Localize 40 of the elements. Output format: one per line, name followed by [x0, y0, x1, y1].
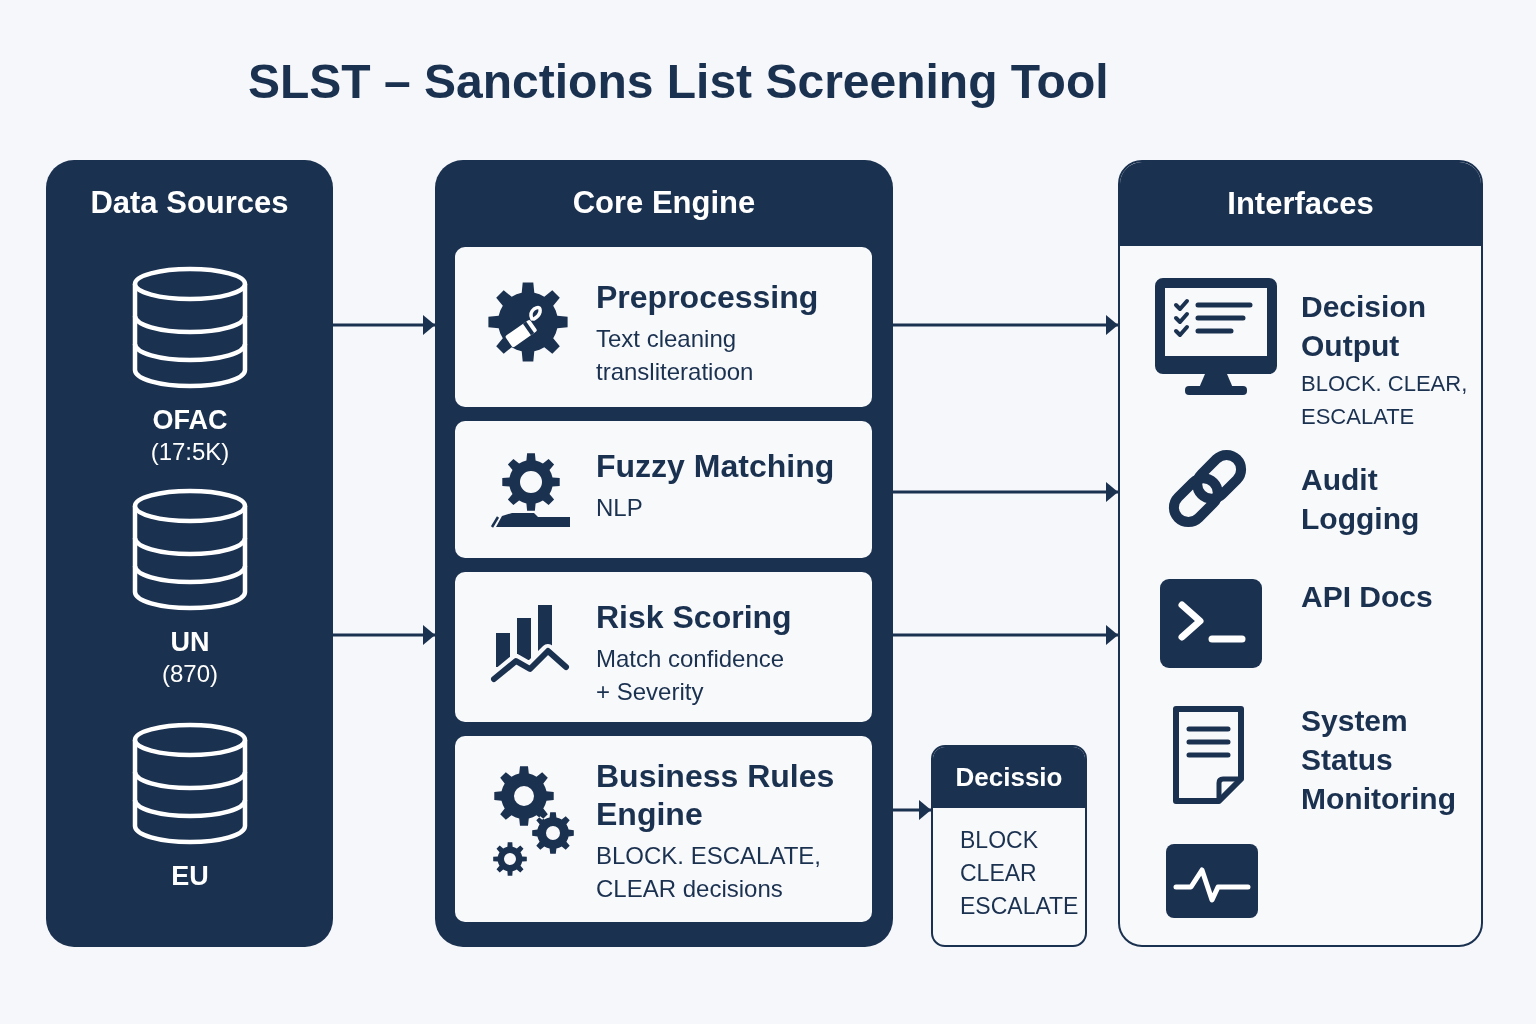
box-description: Text cleaning transliteratioon [596, 324, 755, 387]
option-label: BLOCK [960, 826, 1038, 855]
arrow [893, 800, 931, 820]
box-title: Risk Scoring [596, 598, 792, 636]
option-label: ESCALATE [960, 892, 1079, 921]
process-box [455, 736, 872, 922]
arrow [893, 315, 1118, 335]
box-title: Preprocessing [596, 278, 819, 316]
item-title: API Docs [1301, 579, 1433, 615]
arrow [893, 482, 1118, 502]
decision-box [931, 745, 1087, 947]
group-panel [46, 160, 333, 947]
panel-header: Interfaces [1120, 162, 1481, 246]
item-title: System Status Monitoring [1301, 703, 1457, 817]
box-title: Business Rules Engine [596, 757, 836, 833]
box-title: Fuzzy Matching [596, 447, 835, 485]
panel-title: Data Sources [90, 184, 289, 222]
source-name: UN [170, 626, 210, 658]
process-box [455, 421, 872, 558]
arrow [333, 315, 435, 335]
process-box [455, 572, 872, 722]
box-description: BLOCK. ESCALATE, CLEAR decisions [596, 841, 822, 904]
source-count: (870) [162, 659, 218, 689]
box-description: NLP [596, 493, 643, 523]
source-name: OFAC [152, 404, 228, 436]
panel-title: Core Engine [572, 184, 756, 222]
group-panel [1118, 160, 1483, 947]
item-title: Audit Logging [1301, 462, 1421, 537]
arrow [893, 625, 1118, 645]
decision-header: Decissio [933, 747, 1085, 808]
item-description: BLOCK. CLEAR, ESCALATE [1301, 370, 1469, 431]
item-title: Decision Output [1301, 289, 1428, 364]
option-label: CLEAR [960, 859, 1037, 888]
process-box [455, 247, 872, 407]
source-name: EU [171, 860, 209, 892]
arrow [333, 625, 435, 645]
source-count: (17:5K) [150, 437, 230, 467]
box-description: Match confidence + Severity [596, 644, 786, 707]
group-panel [435, 160, 893, 947]
diagram-title: SLST – Sanctions List Screening Tool [248, 54, 1109, 110]
